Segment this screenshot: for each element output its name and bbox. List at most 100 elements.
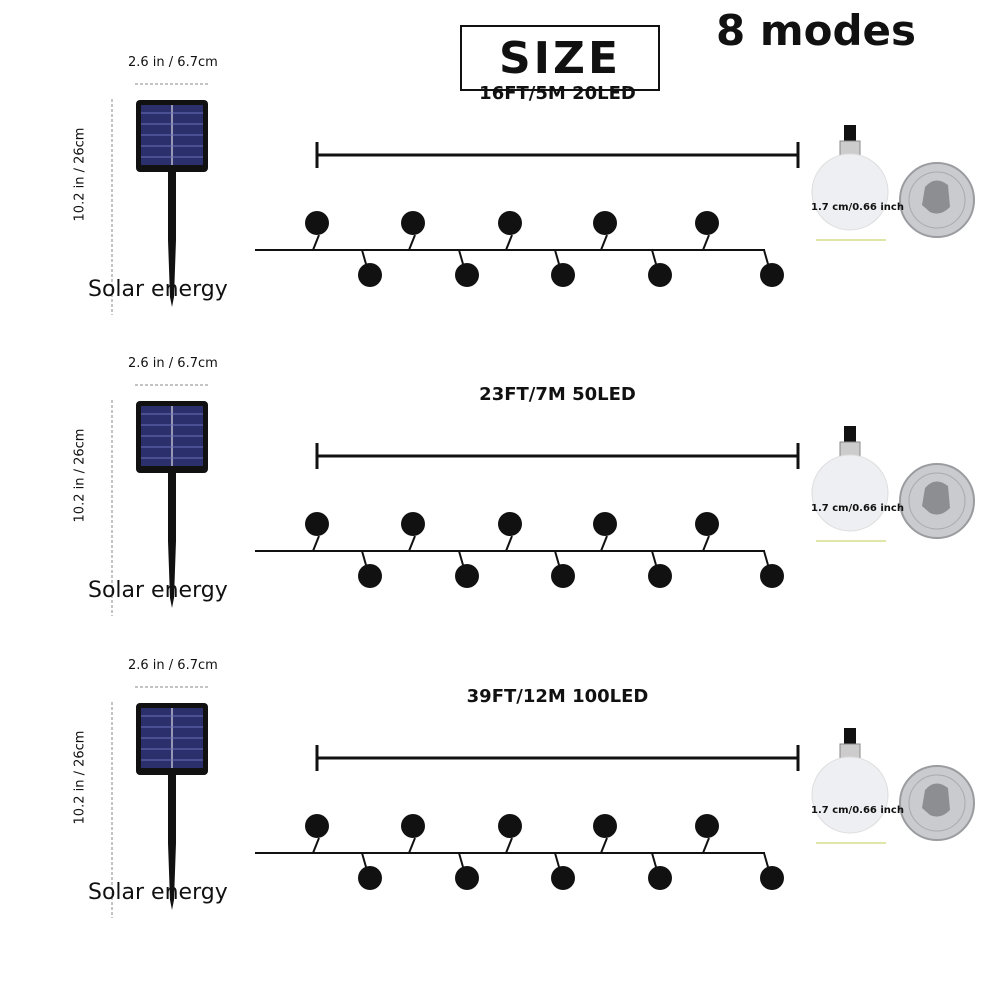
bulb-lead <box>458 249 464 265</box>
stake-height-label: 10.2 in / 26cm <box>72 127 88 222</box>
bulb-lead <box>763 249 769 265</box>
bulb-lead <box>361 852 367 868</box>
bulb-icon <box>648 263 672 287</box>
bulb-lead <box>600 234 608 251</box>
string-length-label: 23FT/7M 50LED <box>479 384 636 405</box>
bulb-lead <box>361 550 367 566</box>
bulb-size-caption: 1.7 cm/0.66 inch <box>811 805 904 816</box>
bulb-icon <box>358 564 382 588</box>
stake-icon <box>168 473 176 541</box>
bulb-lead <box>651 249 657 265</box>
panel-graphics <box>111 83 975 315</box>
bulb-icon <box>358 866 382 890</box>
bulb-lead <box>763 852 769 868</box>
bulb-lead <box>651 550 657 566</box>
coin-portrait <box>922 481 950 515</box>
bulb-lead <box>312 535 320 552</box>
stake-height-label: 10.2 in / 26cm <box>72 730 88 825</box>
bulb-icon <box>455 564 479 588</box>
stake-spike <box>168 843 176 910</box>
bulb-icon <box>305 211 329 235</box>
bulb-lead <box>408 234 416 251</box>
solar-energy-label: Solar energy <box>88 578 228 603</box>
bulb-size-caption: 1.7 cm/0.66 inch <box>811 202 904 213</box>
bulb-lead <box>702 837 710 854</box>
bulb-size-caption: 1.7 cm/0.66 inch <box>811 503 904 514</box>
bulb-wire-cap <box>844 426 856 444</box>
bulb-icon <box>498 211 522 235</box>
bulb-icon <box>305 814 329 838</box>
bulb-wire-cap <box>844 125 856 143</box>
bulb-lead <box>600 535 608 552</box>
string-length-label: 39FT/12M 100LED <box>466 686 649 707</box>
bulb-photo <box>811 454 889 532</box>
panel-width-label: 2.6 in / 6.7cm <box>128 356 218 371</box>
bulb-lead <box>408 535 416 552</box>
size-panel-3: 2.6 in / 6.7cm 10.2 in / 26cm Solar ener… <box>0 658 1000 960</box>
bulb-lead <box>600 837 608 854</box>
stake-spike <box>168 541 176 608</box>
bulb-lead <box>554 249 560 265</box>
size-panel-2: 2.6 in / 6.7cm 10.2 in / 26cm Solar ener… <box>0 356 1000 658</box>
stake-height-label: 10.2 in / 26cm <box>72 428 88 523</box>
panel-graphics <box>111 686 975 918</box>
coin-rim <box>908 774 966 832</box>
bulb-icon <box>401 512 425 536</box>
bulb-wire-cap <box>844 728 856 746</box>
bulb-icon <box>695 211 719 235</box>
bulb-lead <box>763 550 769 566</box>
bulb-icon <box>551 866 575 890</box>
bulb-icon <box>498 512 522 536</box>
bulb-lead <box>554 550 560 566</box>
bulb-lead <box>702 535 710 552</box>
bulb-icon <box>695 814 719 838</box>
stake-icon <box>168 775 176 843</box>
bulb-icon <box>358 263 382 287</box>
size-title: SIZE <box>460 25 660 91</box>
bulb-lead <box>312 837 320 854</box>
coin-rim <box>908 171 966 229</box>
bulb-lead <box>458 852 464 868</box>
panel-width-label: 2.6 in / 6.7cm <box>128 658 218 673</box>
bulb-icon <box>695 512 719 536</box>
bulb-lead <box>408 837 416 854</box>
solar-energy-label: Solar energy <box>88 880 228 905</box>
bulb-icon <box>551 263 575 287</box>
bulb-icon <box>305 512 329 536</box>
bulb-lead <box>702 234 710 251</box>
solar-energy-label: Solar energy <box>88 277 228 302</box>
bulb-icon <box>593 211 617 235</box>
bulb-lead <box>505 535 513 552</box>
bulb-icon <box>455 263 479 287</box>
panel-graphics <box>111 384 975 616</box>
bulb-icon <box>455 866 479 890</box>
bulb-lead <box>458 550 464 566</box>
string-length-label: 16FT/5M 20LED <box>479 83 636 104</box>
bulb-lead <box>312 234 320 251</box>
bulb-icon <box>648 866 672 890</box>
modes-label: 8 modes <box>716 6 917 55</box>
panel-width-label: 2.6 in / 6.7cm <box>128 55 218 70</box>
bulb-icon <box>593 814 617 838</box>
coin-portrait <box>922 783 950 817</box>
bulb-icon <box>593 512 617 536</box>
bulb-lead <box>651 852 657 868</box>
bulb-photo <box>811 153 889 231</box>
bulb-lead <box>361 249 367 265</box>
bulb-photo <box>811 756 889 834</box>
stake-icon <box>168 172 176 240</box>
bulb-lead <box>505 837 513 854</box>
bulb-icon <box>401 211 425 235</box>
bulb-icon <box>401 814 425 838</box>
bulb-icon <box>551 564 575 588</box>
bulb-icon <box>760 866 784 890</box>
bulb-lead <box>554 852 560 868</box>
bulb-icon <box>760 263 784 287</box>
bulb-icon <box>760 564 784 588</box>
bulb-icon <box>648 564 672 588</box>
bulb-lead <box>505 234 513 251</box>
stake-spike <box>168 240 176 307</box>
coin-rim <box>908 472 966 530</box>
coin-portrait <box>922 180 950 214</box>
